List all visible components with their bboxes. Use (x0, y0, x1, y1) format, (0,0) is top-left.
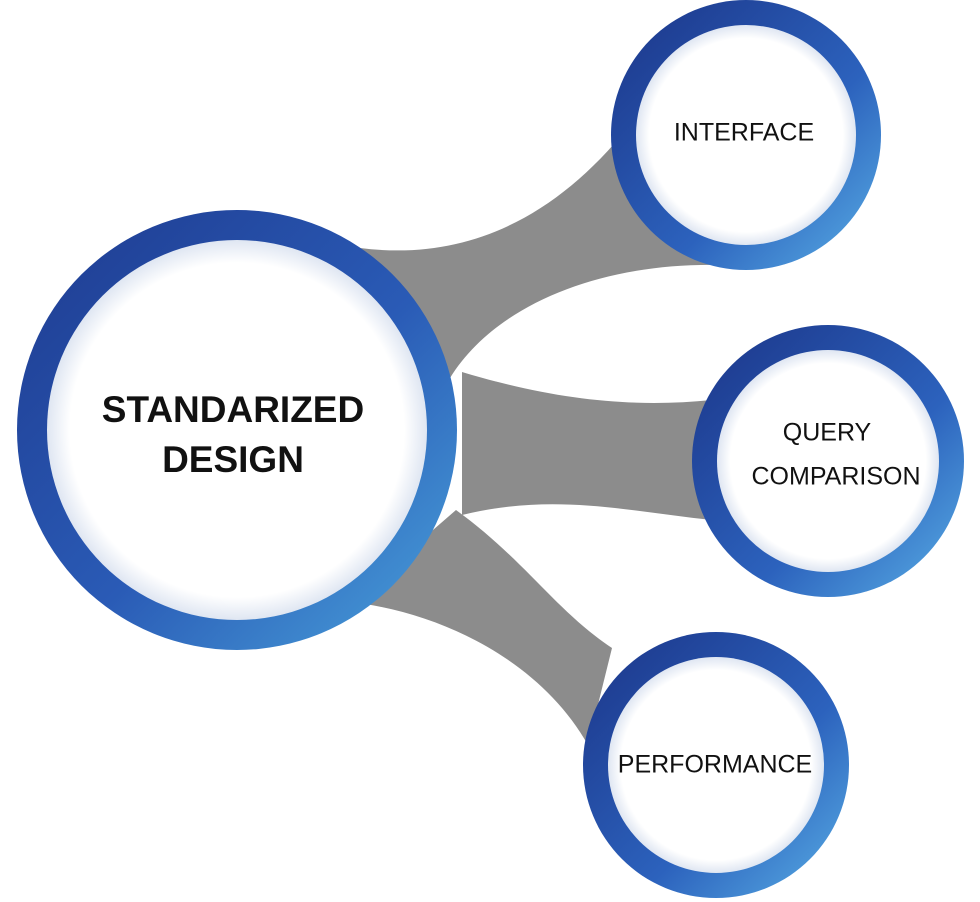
query-comparison-node-face (717, 350, 939, 572)
interface-node: INTERFACE (611, 0, 881, 270)
performance-node: PERFORMANCE (583, 632, 849, 898)
query-comparison-node: QUERY COMPARISON (692, 325, 964, 597)
main-node-label-line1: STANDARIZED (102, 389, 364, 430)
performance-node-face (608, 657, 824, 873)
main-node: STANDARIZED DESIGN (17, 210, 457, 650)
query-comparison-node-label-line1: QUERY (783, 419, 872, 447)
interface-node-face (636, 25, 856, 245)
main-node-label-line2: DESIGN (162, 439, 304, 480)
connector-query-comparison (462, 372, 712, 520)
main-node-face (47, 240, 427, 620)
performance-node-label: PERFORMANCE (618, 751, 812, 779)
connector-performance (350, 510, 612, 745)
query-comparison-node-label-line2: COMPARISON (752, 463, 921, 491)
interface-node-label: INTERFACE (674, 119, 814, 147)
